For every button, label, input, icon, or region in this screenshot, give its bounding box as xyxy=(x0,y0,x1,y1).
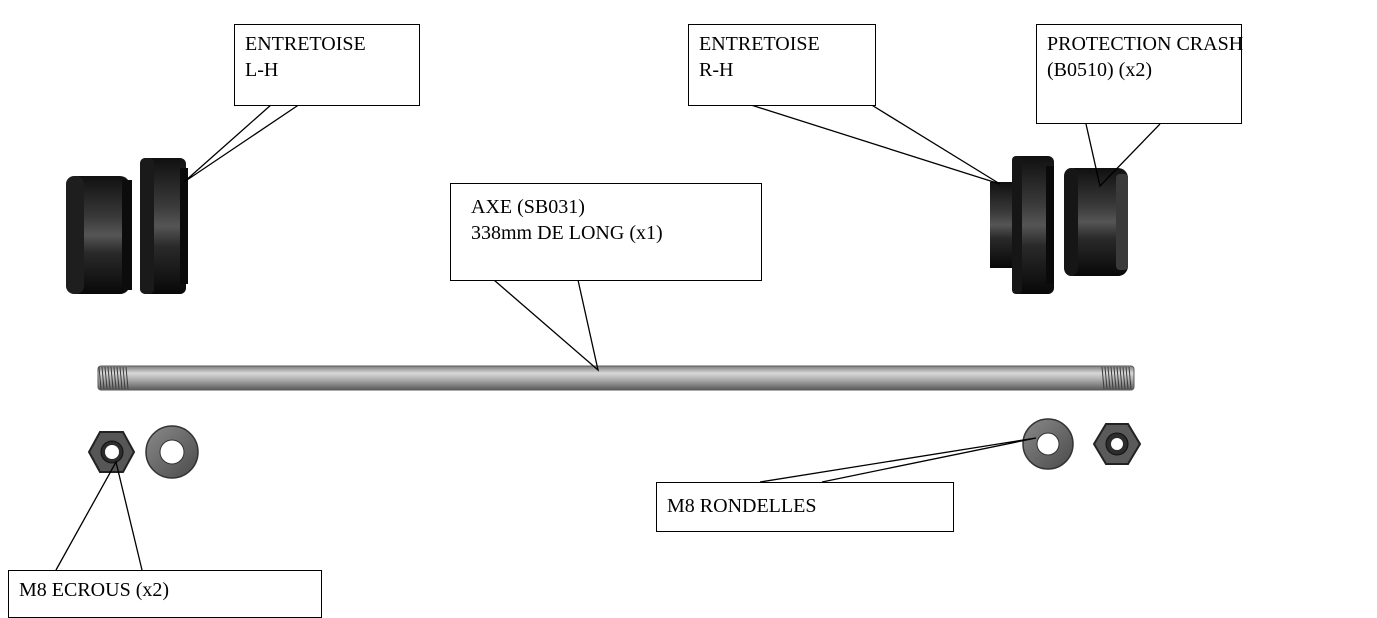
leader-nuts xyxy=(55,460,143,571)
crash-protector-right xyxy=(1064,168,1128,276)
label-spacer-left-line1: ENTRETOISE xyxy=(245,33,366,55)
label-axle-line1: AXE (SB031) xyxy=(471,196,585,218)
label-crash-protection-line1: PROTECTION CRASH xyxy=(1047,33,1244,55)
leader-axle xyxy=(493,279,600,372)
axle-thread-left xyxy=(98,366,129,390)
label-spacer-right-line2: R-H xyxy=(699,59,734,81)
nut-left xyxy=(87,431,136,473)
label-spacer-right-line1: ENTRETOISE xyxy=(699,33,820,55)
label-spacer-right: ENTRETOISE R-H xyxy=(688,24,876,106)
nut-right xyxy=(1092,423,1142,465)
label-nuts: M8 ECROUS (x2) xyxy=(8,570,322,618)
label-axle: AXE (SB031) 338mm DE LONG (x1) xyxy=(450,183,762,281)
label-crash-protection-line2: (B0510) (x2) xyxy=(1047,59,1152,81)
label-spacer-left-line2: L-H xyxy=(245,59,279,81)
axle-thread-right xyxy=(1101,366,1132,390)
leader-lines xyxy=(55,103,1161,571)
leader-spacer-right xyxy=(747,103,1001,185)
washer-right xyxy=(1022,418,1074,470)
crash-protector-left xyxy=(66,176,132,294)
axle xyxy=(97,365,1135,391)
leader-spacer-left xyxy=(183,103,301,183)
leader-washers xyxy=(759,437,1037,483)
spacer-left xyxy=(140,158,188,294)
label-spacer-left: ENTRETOISE L-H xyxy=(234,24,420,106)
label-axle-line2: 338mm DE LONG (x1) xyxy=(471,222,663,244)
washer-left xyxy=(145,425,199,479)
label-nuts-line1: M8 ECROUS (x2) xyxy=(19,579,170,601)
spacer-right xyxy=(990,156,1054,294)
label-washers: M8 RONDELLES xyxy=(656,482,954,532)
leader-crash-protection xyxy=(1085,123,1161,188)
label-washers-line1: M8 RONDELLES xyxy=(667,495,817,517)
label-crash-protection: PROTECTION CRASH (B0510) (x2) xyxy=(1036,24,1244,124)
